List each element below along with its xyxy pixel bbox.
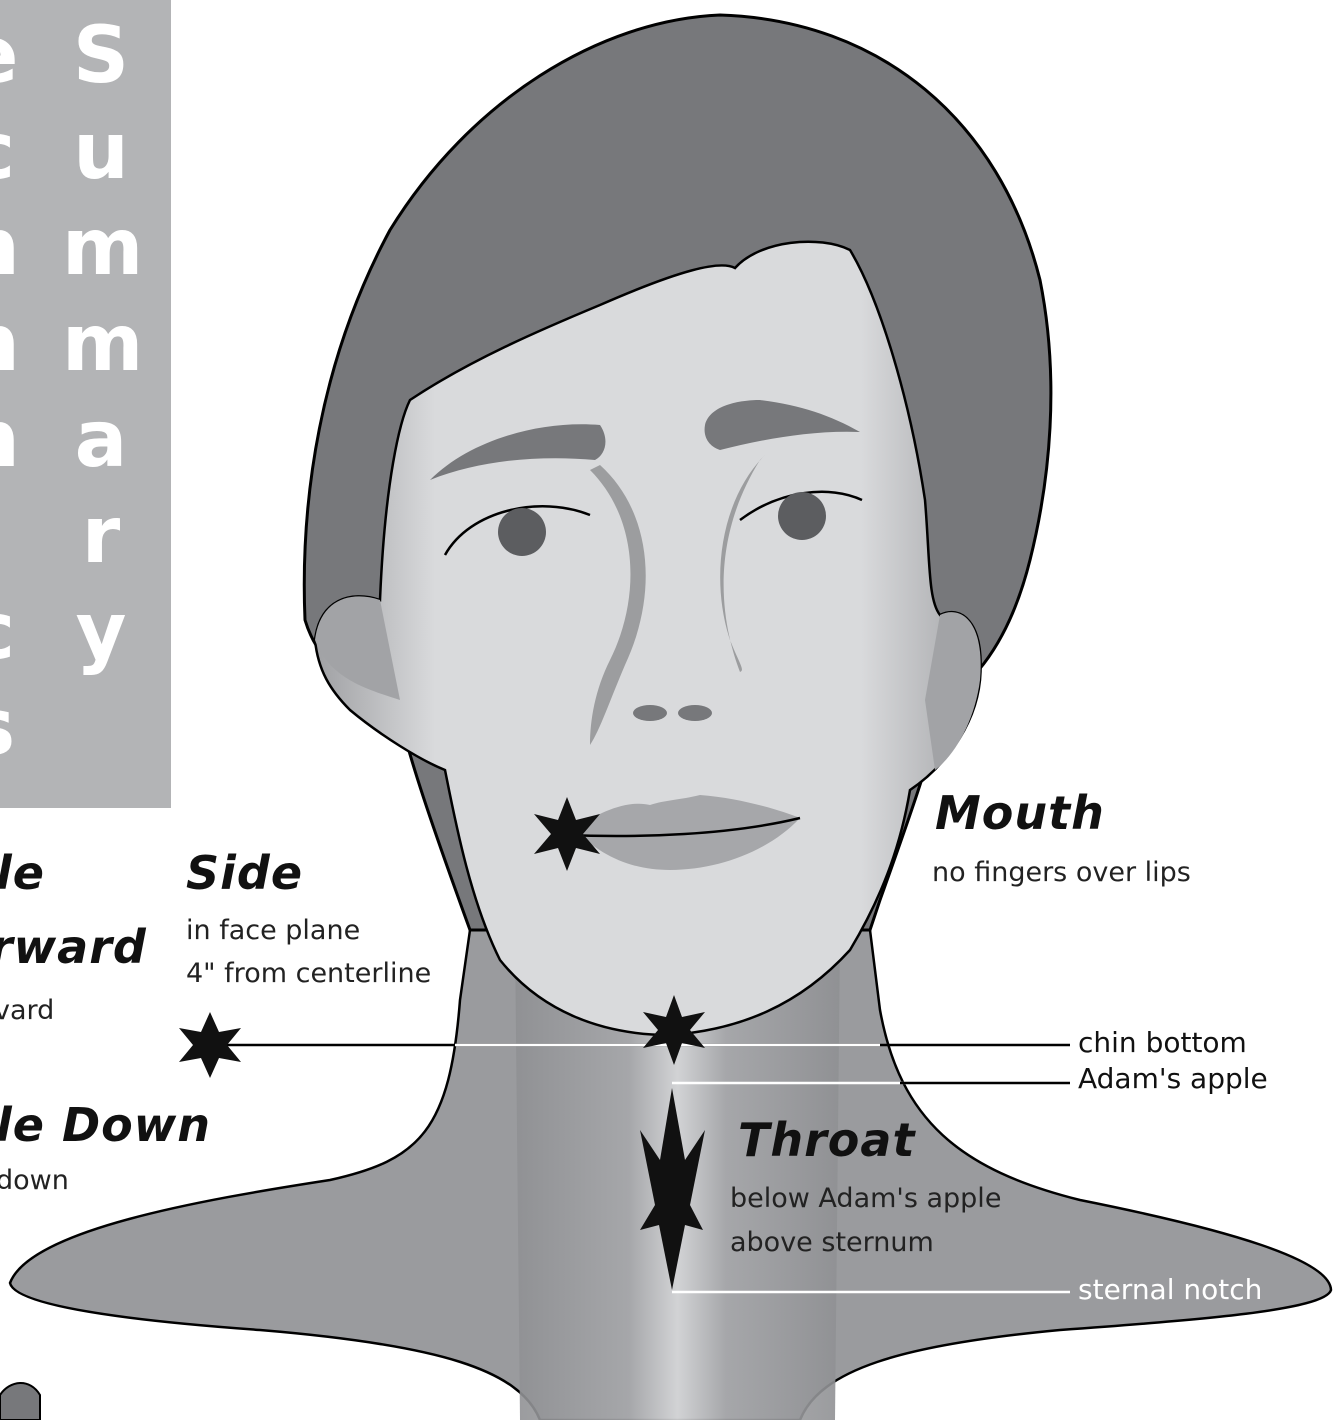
partial-letter: n bbox=[0, 392, 22, 488]
right-eye bbox=[778, 492, 826, 540]
partial-letter: c bbox=[0, 104, 22, 200]
partial-letter bbox=[0, 488, 22, 584]
partial-letter: s bbox=[0, 680, 22, 776]
partial-letter: n bbox=[0, 200, 22, 296]
partial-forward-title: rward bbox=[0, 920, 147, 974]
mouth-title: Mouth bbox=[935, 786, 1105, 840]
throat-note-1: below Adam's apple bbox=[730, 1178, 1001, 1220]
partial-forward-note: vard bbox=[0, 990, 54, 1032]
partial-letter: e bbox=[0, 8, 22, 104]
left-eye bbox=[498, 508, 546, 556]
left-nostril bbox=[633, 705, 667, 721]
partial-down-title: le Down bbox=[0, 1098, 211, 1152]
summary-letter: r bbox=[62, 488, 140, 584]
summary-letter: u bbox=[62, 104, 140, 200]
partial-sidebar-word: e c n n n c s bbox=[0, 8, 22, 776]
summary-letter: a bbox=[62, 392, 140, 488]
sternal-notch-label: sternal notch bbox=[1078, 1273, 1262, 1306]
throat-title: Throat bbox=[738, 1113, 915, 1167]
right-nostril bbox=[678, 705, 712, 721]
mouth-note: no fingers over lips bbox=[932, 852, 1191, 894]
summary-letter: y bbox=[62, 584, 140, 680]
summary-sidebar: S u m m a r y e c n n n c s bbox=[0, 0, 171, 808]
adams-apple-label: Adam's apple bbox=[1078, 1062, 1268, 1095]
side-title: Side bbox=[186, 846, 303, 900]
partial-icon bbox=[0, 1383, 40, 1420]
summary-title: S u m m a r y bbox=[62, 8, 140, 680]
partial-letter: c bbox=[0, 584, 22, 680]
summary-letter: m bbox=[62, 200, 140, 296]
side-note-2: 4" from centerline bbox=[186, 953, 431, 995]
partial-down-note: down bbox=[0, 1160, 69, 1202]
partial-letter: n bbox=[0, 296, 22, 392]
side-note-1: in face plane bbox=[186, 910, 360, 952]
summary-letter: S bbox=[62, 8, 140, 104]
partial-side-title: le bbox=[0, 846, 45, 900]
chin-bottom-label: chin bottom bbox=[1078, 1026, 1247, 1059]
throat-note-2: above sternum bbox=[730, 1222, 934, 1264]
summary-letter: m bbox=[62, 296, 140, 392]
